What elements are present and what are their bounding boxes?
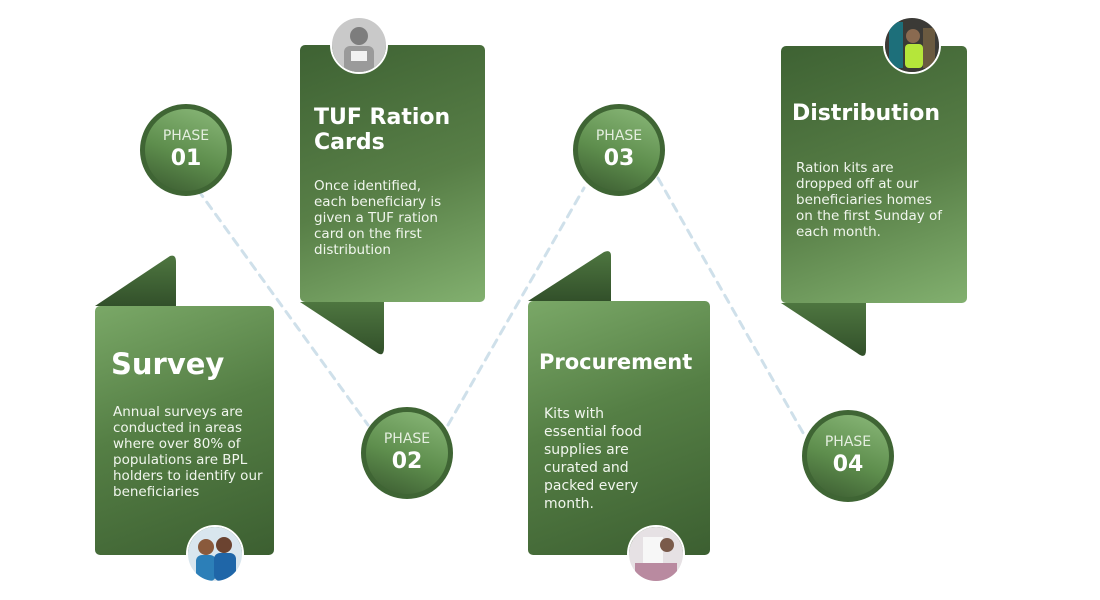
step-description: Once identified, each beneficiary is giv… — [314, 178, 442, 258]
step-title: Distribution — [792, 101, 941, 126]
phase-number: 01 — [170, 146, 202, 171]
survey-ribbon-fold — [95, 255, 176, 306]
connector-line-3 — [656, 176, 808, 440]
connector-line-2 — [446, 186, 586, 427]
step-card-distribution: Distribution Ration kits are dropped off… — [781, 46, 967, 303]
connector-line-1 — [196, 188, 370, 427]
step-card-procurement: Procurement Kits with essential food sup… — [528, 301, 710, 555]
step-card-survey: Survey Annual surveys are conducted in a… — [95, 306, 274, 555]
step-description: Annual surveys are conducted in areas wh… — [113, 404, 263, 500]
distribution-photo-icon — [883, 16, 941, 74]
procurement-ribbon-fold — [528, 251, 611, 301]
phase-badge-03: PHASE 03 — [573, 104, 665, 196]
distribution-ribbon-fold — [781, 303, 866, 356]
phase-number: 03 — [603, 146, 635, 171]
phase-label: PHASE — [824, 434, 872, 450]
tuf-ribbon-fold — [300, 302, 384, 355]
step-title: Procurement — [539, 350, 693, 374]
ration-card-photo-icon — [330, 16, 388, 74]
phase-label: PHASE — [595, 128, 643, 144]
step-description: Kits with essential food supplies are cu… — [544, 406, 642, 512]
phase-badge-04: PHASE 04 — [802, 410, 894, 502]
step-title: TUF Ration Cards — [314, 105, 451, 155]
phase-label: PHASE — [162, 128, 210, 144]
step-description: Ration kits are dropped off at our benef… — [796, 160, 943, 240]
phase-number: 04 — [832, 452, 864, 477]
step-title: Survey — [111, 347, 225, 381]
step-card-ration-cards: TUF Ration Cards Once identified, each b… — [300, 45, 485, 302]
survey-photo-icon — [186, 525, 244, 583]
phase-label: PHASE — [383, 431, 431, 447]
procurement-photo-icon — [627, 525, 685, 583]
phase-number: 02 — [391, 449, 423, 474]
phase-badge-01: PHASE 01 — [140, 104, 232, 196]
phase-badge-02: PHASE 02 — [361, 407, 453, 499]
